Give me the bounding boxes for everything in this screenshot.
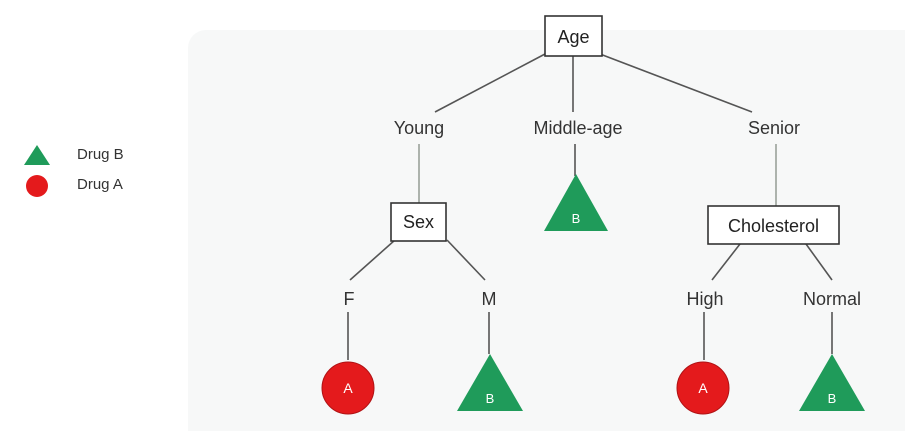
edge-chol-high (711, 243, 741, 281)
edge-sex-female (349, 239, 396, 281)
leaf-label: B (486, 391, 495, 406)
leaf-label: B (572, 211, 581, 226)
leaf-male-drug-b: B (457, 354, 523, 411)
triangle-icon (799, 354, 865, 411)
node-cholesterol-label: Cholesterol (728, 216, 819, 236)
branch-label-senior: Senior (748, 118, 800, 138)
triangle-icon (544, 174, 608, 231)
leaf-label: A (698, 380, 708, 396)
edge-age-senior (599, 53, 753, 113)
leaf-normal-drug-b: B (799, 354, 865, 411)
branch-label-male: M (482, 289, 497, 309)
edge-age-young (434, 53, 546, 113)
node-age-label: Age (557, 27, 589, 47)
node-age: Age (544, 15, 603, 57)
circle-icon (26, 175, 48, 197)
leaf-high-drug-a: A (676, 361, 730, 415)
leaf-female-drug-a: A (321, 361, 375, 415)
edge-chol-normal (805, 243, 833, 281)
triangle-icon (24, 145, 50, 165)
node-sex-label: Sex (403, 212, 434, 232)
legend-label-drug-b: Drug B (77, 146, 124, 163)
node-sex: Sex (390, 202, 447, 242)
legend-label-drug-a: Drug A (77, 176, 123, 193)
leaf-middle-age-drug-b: B (544, 174, 608, 231)
branch-label-young: Young (394, 118, 444, 138)
branch-label-middle-age: Middle-age (533, 118, 622, 138)
node-cholesterol: Cholesterol (707, 205, 840, 245)
branch-label-normal: Normal (803, 289, 861, 309)
leaf-label: B (828, 391, 837, 406)
circle-icon (321, 361, 375, 415)
branch-label-female: F (344, 289, 355, 309)
legend: Drug B Drug A (20, 142, 180, 202)
branch-label-high: High (686, 289, 723, 309)
leaf-label: A (343, 380, 353, 396)
edge-sex-male (446, 239, 486, 281)
triangle-icon (457, 354, 523, 411)
circle-icon (676, 361, 730, 415)
